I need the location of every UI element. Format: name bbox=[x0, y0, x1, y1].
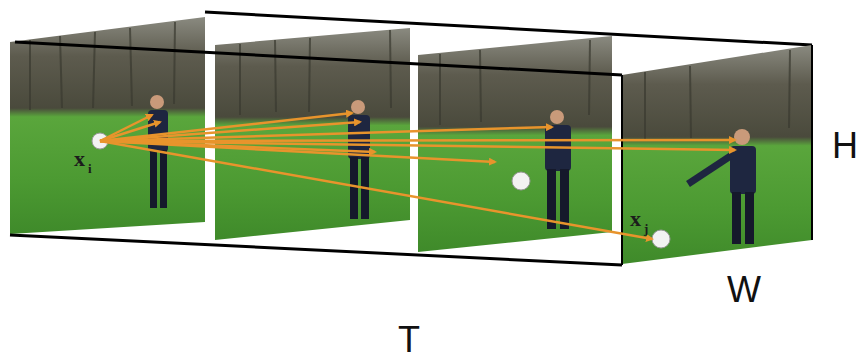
variable-subscript: i bbox=[88, 162, 92, 175]
axis-label: W bbox=[727, 272, 761, 308]
volume-edge bbox=[621, 75, 623, 265]
axis-label: H bbox=[832, 128, 858, 164]
variable-name: x bbox=[74, 148, 85, 170]
axis-label: T bbox=[398, 322, 420, 358]
volume-edge bbox=[10, 235, 622, 265]
variable-subscript: j bbox=[644, 222, 648, 235]
attention-arrows bbox=[100, 113, 735, 239]
volume-edge bbox=[811, 45, 813, 240]
variable-name: x bbox=[630, 208, 641, 230]
video-frame bbox=[622, 45, 812, 264]
volume-edge bbox=[15, 42, 622, 75]
